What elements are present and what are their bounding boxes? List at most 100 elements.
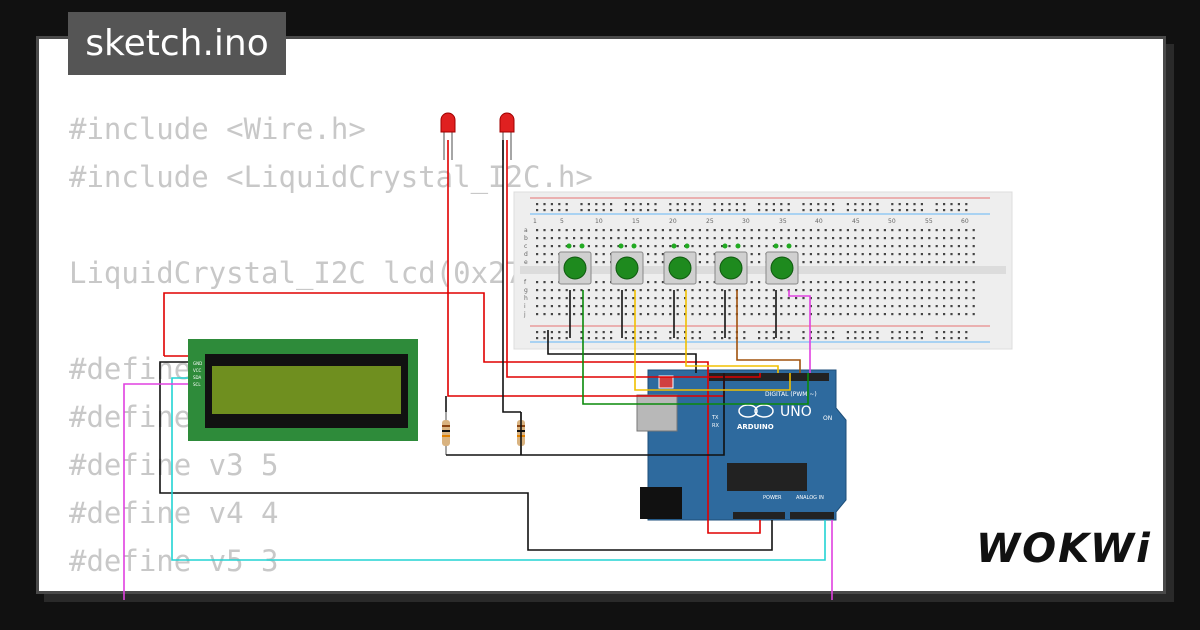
breadboard-hole — [913, 331, 916, 334]
led-1[interactable] — [440, 112, 456, 160]
breadboard-hole — [765, 229, 768, 232]
breadboard-hole — [565, 229, 568, 232]
breadboard-hole — [536, 313, 539, 316]
breadboard-hole — [817, 313, 820, 316]
breadboard-hole — [832, 289, 835, 292]
breadboard-hole — [935, 237, 938, 240]
breadboard-hole — [898, 313, 901, 316]
pushbutton-5[interactable] — [765, 243, 799, 285]
breadboard-hole — [765, 203, 768, 206]
breadboard-hole — [920, 237, 923, 240]
reset-button[interactable] — [658, 375, 674, 389]
pushbutton-1[interactable] — [558, 243, 592, 285]
breadboard-hole — [854, 237, 857, 240]
bb-colnum: 35 — [779, 218, 787, 225]
breadboard-hole — [543, 237, 546, 240]
breadboard-hole — [950, 313, 953, 316]
breadboard-hole — [846, 305, 849, 308]
breadboard-hole — [669, 237, 672, 240]
breadboard-hole — [972, 289, 975, 292]
breadboard-hole — [832, 237, 835, 240]
breadboard-hole — [839, 297, 842, 300]
breadboard-hole — [839, 253, 842, 256]
wire-button-4 — [736, 290, 801, 373]
pushbutton-2[interactable] — [610, 243, 644, 285]
on-label: ON — [823, 415, 832, 422]
breadboard-hole — [898, 203, 901, 206]
pushbutton-3[interactable] — [663, 243, 697, 285]
breadboard-center-channel — [520, 266, 1006, 274]
breadboard-hole — [669, 203, 672, 206]
breadboard-hole — [802, 229, 805, 232]
breadboard-hole — [906, 203, 909, 206]
breadboard-hole — [639, 203, 642, 206]
breadboard-hole — [713, 289, 716, 292]
breadboard-hole — [913, 313, 916, 316]
pushbutton-4[interactable] — [714, 243, 748, 285]
file-title-tab[interactable]: sketch.ino — [68, 12, 286, 75]
breadboard-hole — [595, 331, 598, 334]
breadboard-hole — [750, 305, 753, 308]
breadboard-hole — [920, 337, 923, 340]
breadboard-hole — [543, 305, 546, 308]
breadboard-hole — [587, 203, 590, 206]
breadboard-hole — [661, 289, 664, 292]
breadboard-hole — [891, 313, 894, 316]
breadboard-hole — [632, 209, 635, 212]
bb-colnum: 1 — [533, 218, 537, 225]
breadboard-hole — [639, 305, 642, 308]
breadboard-hole — [602, 261, 605, 264]
breadboard-hole — [891, 237, 894, 240]
breadboard-hole — [957, 237, 960, 240]
breadboard-hole — [772, 297, 775, 300]
uno-label: UNO — [780, 404, 812, 420]
breadboard-hole — [817, 253, 820, 256]
breadboard-hole — [876, 203, 879, 206]
breadboard-hole — [617, 237, 620, 240]
breadboard-hole — [972, 281, 975, 284]
bb-row-letter: e — [524, 259, 528, 266]
breadboard-hole — [839, 305, 842, 308]
breadboard-hole — [706, 245, 709, 248]
breadboard-hole — [676, 245, 679, 248]
breadboard-hole — [550, 331, 553, 334]
breadboard-hole — [721, 245, 724, 248]
breadboard-hole — [891, 297, 894, 300]
breadboard-hole — [558, 305, 561, 308]
breadboard-hole — [610, 337, 613, 340]
breadboard-hole — [647, 331, 650, 334]
breadboard-hole — [869, 209, 872, 212]
breadboard-hole — [787, 229, 790, 232]
breadboard-hole — [550, 281, 553, 284]
breadboard-hole — [809, 297, 812, 300]
breadboard-hole — [950, 203, 953, 206]
breadboard-hole — [832, 305, 835, 308]
breadboard-hole — [647, 245, 650, 248]
breadboard-hole — [854, 297, 857, 300]
led-2[interactable] — [499, 112, 515, 160]
breadboard-hole — [913, 261, 916, 264]
breadboard-hole — [639, 313, 642, 316]
breadboard-hole — [943, 313, 946, 316]
breadboard-hole — [906, 253, 909, 256]
breadboard-hole — [624, 331, 627, 334]
code-line-10: #define v5 3 — [69, 544, 279, 578]
breadboard-hole — [698, 313, 701, 316]
breadboard-hole — [920, 313, 923, 316]
breadboard-hole — [647, 281, 650, 284]
bb-row-letter: d — [524, 251, 528, 258]
bb-row-letter: h — [524, 295, 528, 302]
breadboard-hole — [654, 261, 657, 264]
breadboard-hole — [698, 229, 701, 232]
breadboard-hole — [706, 305, 709, 308]
breadboard-hole — [809, 281, 812, 284]
breadboard-hole — [743, 245, 746, 248]
breadboard-hole — [684, 331, 687, 334]
breadboard-hole — [595, 289, 598, 292]
breadboard-hole — [854, 245, 857, 248]
breadboard-hole — [935, 289, 938, 292]
breadboard-hole — [610, 331, 613, 334]
breadboard-hole — [750, 261, 753, 264]
breadboard-hole — [802, 209, 805, 212]
breadboard-hole — [624, 337, 627, 340]
